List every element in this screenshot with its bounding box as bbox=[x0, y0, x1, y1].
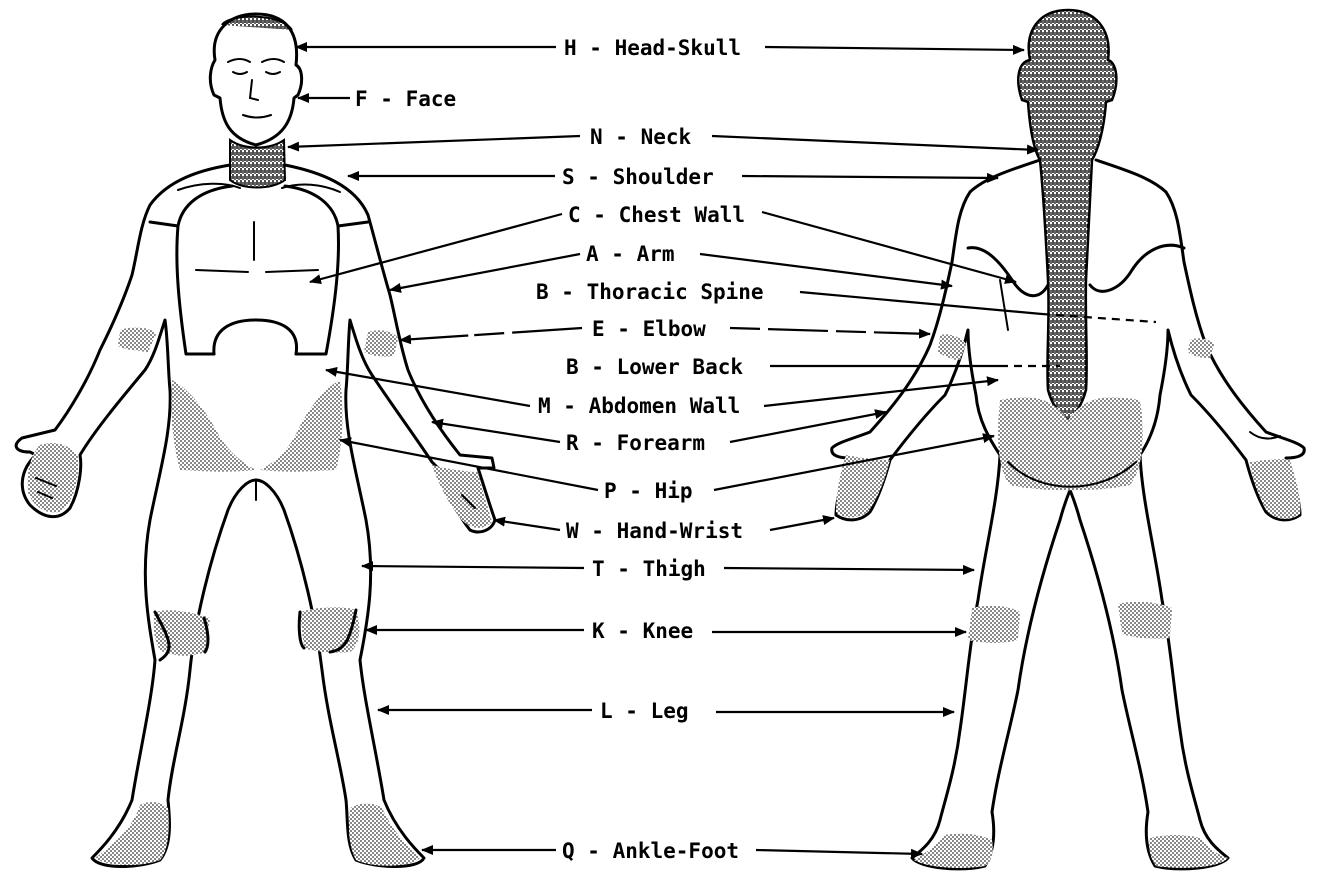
front-left-chest-line bbox=[177, 226, 214, 354]
label-lower-back: B - Lower Back bbox=[566, 355, 743, 379]
label-knee: K - Knee bbox=[592, 619, 693, 643]
label-shoulder: S - Shoulder bbox=[562, 165, 714, 189]
label-forearm: R - Forearm bbox=[566, 431, 705, 455]
front-torso-outline bbox=[16, 165, 495, 867]
back-right-scapula-line bbox=[1090, 245, 1184, 291]
label-arm: A - Arm bbox=[586, 242, 675, 266]
label-neck: N - Neck bbox=[590, 125, 692, 149]
label-ankle-foot: Q - Ankle-Foot bbox=[562, 839, 739, 863]
back-head-spine bbox=[1018, 10, 1116, 420]
label-face: F - Face bbox=[355, 87, 456, 111]
front-abdomen-line bbox=[214, 320, 297, 354]
label-thoracic-spine: B - Thoracic Spine bbox=[536, 280, 764, 304]
front-right-elbow-shade bbox=[364, 330, 398, 356]
label-hip: P - Hip bbox=[604, 479, 693, 503]
label-head-skull: H - Head-Skull bbox=[564, 36, 741, 60]
front-left-elbow-shade bbox=[118, 327, 156, 352]
label-hand-wrist: W - Hand-Wrist bbox=[566, 519, 743, 543]
front-pectoral-lines bbox=[196, 222, 318, 272]
front-right-foot-shade bbox=[349, 804, 420, 866]
label-chest-wall: C - Chest Wall bbox=[568, 203, 745, 227]
back-right-elbow-shade bbox=[1188, 338, 1214, 358]
front-neck bbox=[230, 140, 285, 188]
back-left-foot-shade bbox=[914, 834, 993, 868]
region-labels: H - Head-Skull F - Face N - Neck S - Sho… bbox=[355, 36, 764, 863]
back-right-hand-shade bbox=[1250, 459, 1300, 519]
front-left-hip-shade bbox=[171, 380, 256, 472]
back-left-knee-shade bbox=[968, 606, 1020, 643]
label-elbow: E - Elbow bbox=[592, 317, 706, 341]
back-right-foot-shade bbox=[1149, 835, 1228, 868]
back-figure bbox=[832, 10, 1305, 869]
back-right-knee-shade bbox=[1118, 602, 1172, 639]
front-right-shoulder-line bbox=[285, 186, 368, 226]
front-left-foot-shade bbox=[95, 802, 169, 865]
front-head bbox=[210, 14, 301, 145]
front-left-knee-shade bbox=[154, 610, 210, 655]
label-abdomen-wall: M - Abdomen Wall bbox=[538, 394, 740, 418]
front-right-hip-shade bbox=[260, 380, 343, 472]
label-thigh: T - Thigh bbox=[592, 557, 706, 581]
label-leg: L - Leg bbox=[600, 699, 689, 723]
front-right-chest-line bbox=[296, 226, 339, 354]
